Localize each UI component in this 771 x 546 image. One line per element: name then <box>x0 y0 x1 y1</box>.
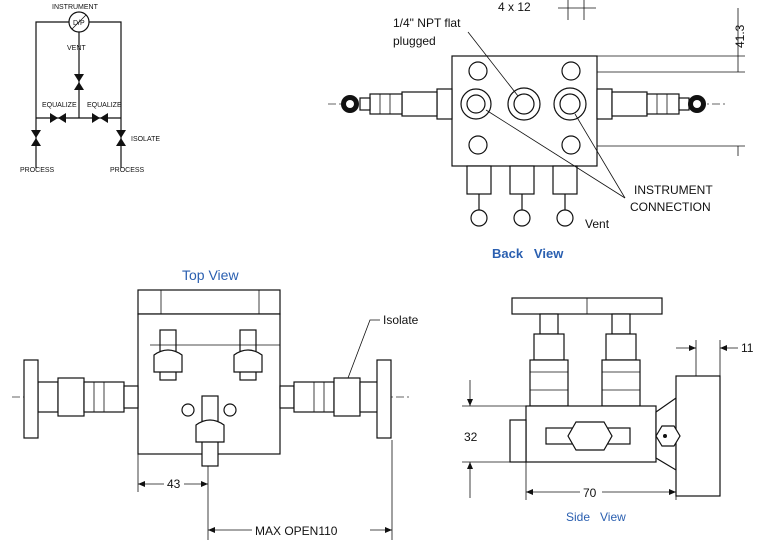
schematic-instrument-label: INSTRUMENT <box>52 4 99 11</box>
schematic-dp-label: D/P <box>73 20 85 27</box>
schematic-process-right: PROCESS <box>110 167 145 174</box>
schematic-equalize-left: EQUALIZE <box>42 102 77 109</box>
back-vent-valves <box>466 165 578 227</box>
back-dim-height: 41.3 <box>733 24 747 48</box>
top-dim-max-open: MAX OPEN110 <box>255 524 338 538</box>
back-instrument-line1: INSTRUMENT <box>634 183 713 197</box>
top-view-drawing: Top View Isolate <box>12 267 419 540</box>
side-view-title: Side View <box>566 510 626 524</box>
back-vent-label: Vent <box>585 217 610 231</box>
isolate-valve-left-icon <box>31 130 41 146</box>
back-view-title: Back View <box>492 246 564 261</box>
side-dim-32: 32 <box>464 430 478 444</box>
schematic-vent-label: VENT <box>67 45 86 52</box>
schematic-process-left: PROCESS <box>20 167 55 174</box>
schematic-diagram: D/P INSTRUMENT VENT EQUALIZE EQUALIZE IS… <box>20 4 160 174</box>
top-view-title: Top View <box>182 267 239 283</box>
side-dim-11: 11 <box>741 341 754 355</box>
back-npt-line2: plugged <box>393 34 436 48</box>
top-dim-43-text: 43 <box>167 477 181 491</box>
back-npt-line1: 1/4" NPT flat <box>393 16 461 30</box>
isolate-valve-right-icon <box>116 130 126 146</box>
back-dim-holes: 4 x 12 <box>498 0 531 14</box>
back-instrument-line2: CONNECTION <box>630 200 711 214</box>
side-dim-70: 70 <box>583 486 597 500</box>
back-view-drawing: 41.3 4 x 12 1/4" NPT flat plugged Vent I… <box>328 0 747 261</box>
top-isolate-label: Isolate <box>383 313 419 327</box>
equalize-valve-left-icon <box>50 113 66 123</box>
schematic-isolate-label: ISOLATE <box>131 136 160 143</box>
schematic-equalize-right: EQUALIZE <box>87 102 122 109</box>
side-view-drawing: 32 70 11 Side View <box>462 297 754 524</box>
equalize-valve-right-icon <box>92 113 108 123</box>
